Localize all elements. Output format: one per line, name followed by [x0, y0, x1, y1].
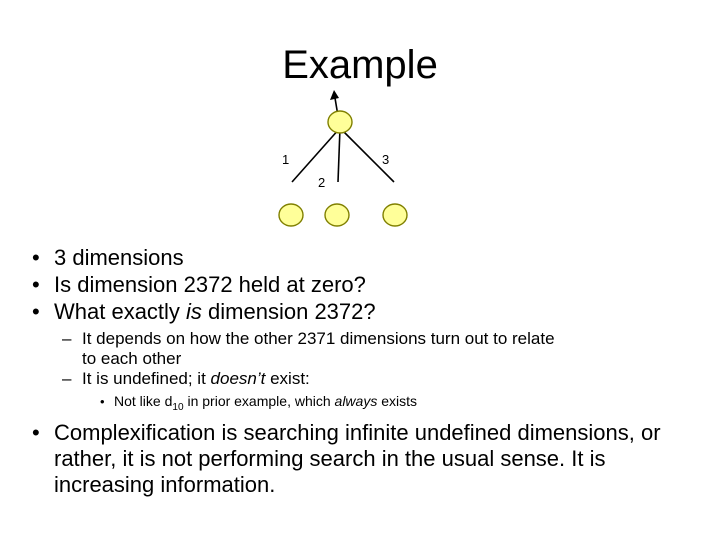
list-item: • Complexification is searching infinite…	[20, 420, 700, 498]
subsub-part3: exists	[377, 393, 418, 409]
tree-diagram: 1 2 3	[260, 90, 460, 235]
list-item: – It depends on how the other 2371 dimen…	[54, 329, 700, 369]
bullet-marker: •	[32, 245, 40, 270]
bullet-text: 3 dimensions	[54, 245, 184, 270]
bullet-marker: •	[32, 299, 40, 324]
bullet-text-emphasis: is	[186, 299, 202, 324]
edge-label-3: 3	[382, 152, 390, 167]
edge-label-1: 1	[282, 152, 290, 167]
list-item: • Is dimension 2372 held at zero?	[20, 272, 700, 298]
node-leaf-3	[382, 203, 408, 227]
list-item: – It is undefined; it doesn’t exist: • N…	[54, 369, 700, 413]
sub-bullet-part2: exist:	[265, 369, 310, 388]
bullet-text: Is dimension 2372 held at zero?	[54, 272, 366, 297]
subsub-part1: Not like d	[114, 393, 173, 409]
node-leaf-2	[324, 203, 350, 227]
edge-1	[291, 127, 341, 183]
list-item: • 3 dimensions	[20, 245, 700, 271]
slide-body: • 3 dimensions • Is dimension 2372 held …	[20, 245, 700, 499]
bullet-list-level1: • 3 dimensions • Is dimension 2372 held …	[20, 245, 700, 498]
bullet-text-part2: dimension 2372?	[201, 299, 376, 324]
list-item: • Not like d10 in prior example, which a…	[82, 393, 700, 413]
bullet-marker: •	[32, 420, 40, 445]
edge-label-2: 2	[318, 175, 326, 190]
bullet-marker: •	[32, 272, 40, 297]
node-leaf-1	[278, 203, 304, 227]
subsub-subscript: 10	[172, 402, 184, 413]
sub-bullet-part1: It is undefined; it	[82, 369, 211, 388]
bullet-list-level2: – It depends on how the other 2371 dimen…	[54, 329, 700, 413]
subsub-part2: in prior example, which	[183, 393, 335, 409]
bullet-marker: –	[62, 329, 72, 348]
edge-3	[339, 127, 395, 183]
sub-bullet-line1: It depends on how the other 2371 dimensi…	[82, 329, 555, 348]
edge-2	[337, 127, 341, 183]
bullet-text: Complexification is searching infinite u…	[54, 420, 661, 497]
root-arrow-head	[330, 90, 339, 100]
list-item: • What exactly is dimension 2372? – It d…	[20, 299, 700, 413]
bullet-marker: •	[100, 394, 105, 409]
bullet-text-part1: What exactly	[54, 299, 187, 324]
sub-bullet-emphasis: doesn’t	[210, 369, 266, 388]
node-root	[327, 110, 353, 134]
sub-bullet-line2: to each other	[82, 349, 182, 368]
bullet-list-level3: • Not like d10 in prior example, which a…	[82, 393, 700, 413]
page-title: Example	[282, 43, 438, 87]
subsub-emphasis: always	[334, 393, 378, 409]
bullet-marker: –	[62, 369, 72, 388]
